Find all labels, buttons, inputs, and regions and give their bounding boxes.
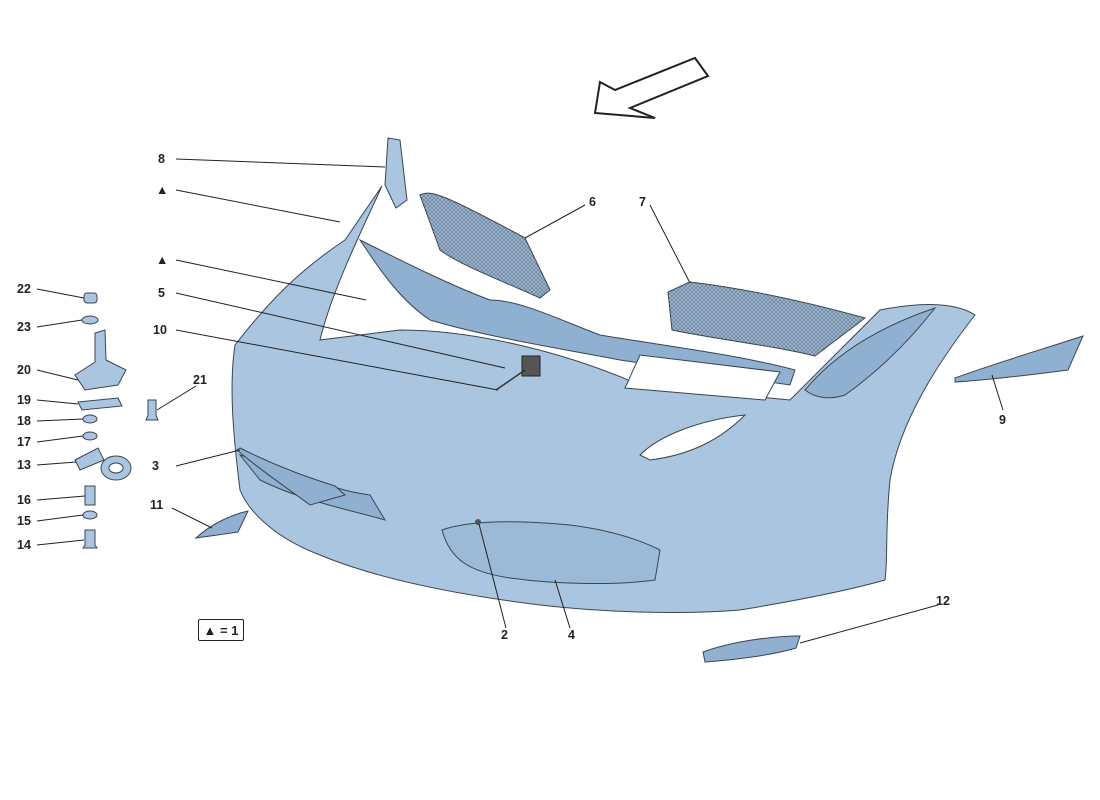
callout-5: 5 [158,286,165,300]
part-15-washer [82,510,98,520]
part-3-undertray [236,447,347,506]
part-20-bracket [74,329,127,391]
callout-23: 23 [17,320,31,334]
callout-6: 6 [589,195,596,209]
legend-box: ▲ = 1 [198,619,244,641]
callout-20: 20 [17,363,31,377]
bumper-center-window [624,354,781,401]
bumper-right-intake [639,414,747,461]
part-23-washer [81,315,99,325]
part-11-side-flap [194,510,249,539]
part-8-left-bracket [384,137,408,209]
part-2-fastener [475,519,481,525]
callout-labels: 8 ▲ ▲ 5 10 6 7 9 12 2 4 3 11 21 22 23 20… [17,152,1006,642]
callout-7: 7 [639,195,646,209]
part-17-washer [82,431,98,441]
callout-19: 19 [17,393,31,407]
callout-9: 9 [999,413,1006,427]
callout-8: 8 [158,152,165,166]
bumper-shell [231,185,976,613]
part-7-mesh-grille [667,281,867,357]
legend-value: = 1 [216,622,239,638]
part-19-plate [77,397,123,411]
bumper-right-headlamp-recess [804,306,937,399]
part-9-right-flap [954,335,1084,383]
part-12-lower-splitter [702,635,801,663]
part-22-nut [83,292,98,304]
leader-lines [36,158,1004,644]
callout-17: 17 [17,435,31,449]
part-21-bolt [145,399,159,421]
callout-triangle-upper: ▲ [156,183,168,197]
part-14-bolt [82,529,98,549]
callout-12: 12 [936,594,950,608]
callout-22: 22 [17,282,31,296]
part-6-mesh-grille [419,192,551,299]
bumper-upper-cavity [358,238,796,386]
callout-3: 3 [152,459,159,473]
hardware-stack [74,292,159,549]
callout-16: 16 [17,493,31,507]
callout-15: 15 [17,514,31,528]
callout-4: 4 [568,628,575,642]
callout-11: 11 [150,498,163,512]
bumper-body [231,185,976,613]
callout-21: 21 [193,373,207,387]
callout-10: 10 [153,323,167,337]
part-18-washer [82,414,98,424]
bumper-grille-opening [441,521,661,585]
callout-13: 13 [17,458,31,472]
callout-2: 2 [501,628,508,642]
part-13-tow-eye [74,447,132,481]
part-10-latch [495,355,541,391]
callout-18: 18 [17,414,31,428]
part-16-spacer [84,485,96,506]
legend-symbol: ▲ [203,622,217,638]
direction-arrow-icon [593,56,710,119]
callout-14: 14 [17,538,31,552]
callout-triangle-lower: ▲ [156,253,168,267]
